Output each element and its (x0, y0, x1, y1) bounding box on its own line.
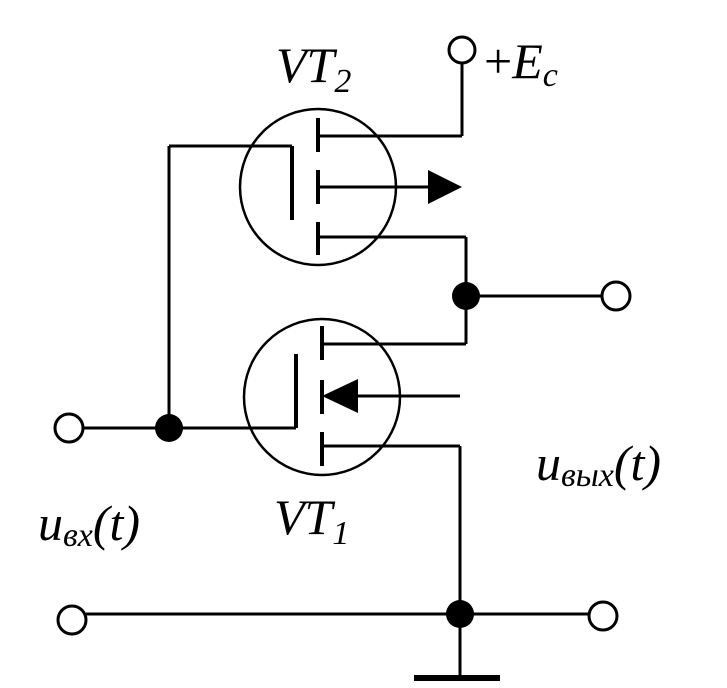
supply-label: +Ec (484, 33, 558, 94)
output-voltage-label-main: u (536, 435, 561, 491)
output-voltage-label-arg: (t) (614, 435, 661, 491)
input-terminal (53, 412, 85, 444)
input-voltage-label-sub: вх (63, 517, 93, 554)
output-voltage-label: uвых(t) (536, 435, 661, 494)
transistor-vt2 (238, 107, 466, 267)
ground-junction-dot (446, 600, 474, 628)
supply-label-sign: + (484, 33, 512, 89)
input-junction-dot (155, 414, 183, 442)
output-junction-dot (452, 282, 480, 310)
input-voltage-label: uвх(t) (38, 495, 140, 554)
supply-label-sub: c (543, 57, 558, 94)
vt2-label: VT2 (276, 37, 351, 100)
output-voltage-label-sub: вых (561, 457, 614, 494)
wiring (82, 62, 602, 681)
input-voltage-label-main: u (38, 495, 63, 551)
supply-label-main: E (511, 33, 543, 89)
vt1-label: VT1 (274, 489, 349, 552)
vt2-substrate-arrow (428, 170, 462, 204)
output-ground-terminal (587, 600, 619, 632)
vt1-label-main: VT (274, 489, 336, 545)
output-terminal (600, 280, 632, 312)
input-ground-terminal (56, 604, 88, 636)
vt1-label-sub: 1 (332, 515, 349, 552)
supply-terminal (447, 35, 477, 65)
vt1-substrate-arrow (322, 379, 358, 413)
vt2-label-main: VT (276, 37, 338, 93)
vt2-label-sub: 2 (334, 63, 351, 100)
transistor-vt1 (242, 317, 466, 477)
input-voltage-label-arg: (t) (93, 495, 140, 551)
